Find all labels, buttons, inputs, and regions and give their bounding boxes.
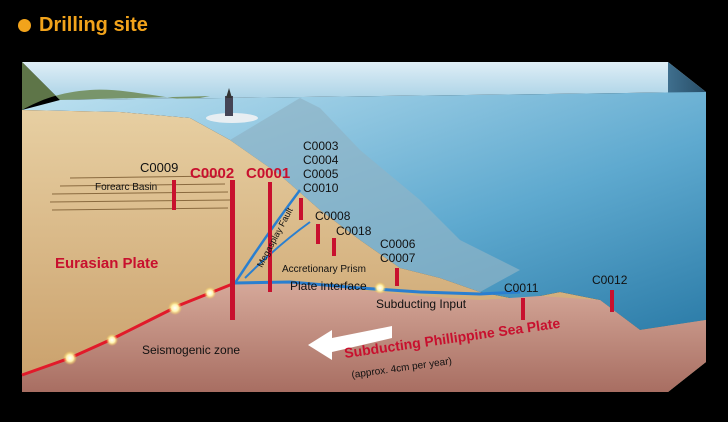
borehole-c0002	[230, 180, 235, 320]
site-c0010: C0010	[303, 181, 339, 195]
site-c0018: C0018	[336, 224, 372, 238]
sea-surface	[22, 62, 706, 100]
borehole-c0008	[316, 224, 320, 244]
coastline	[22, 62, 210, 110]
seismogenic-zone-label: Seismogenic zone	[142, 343, 240, 357]
site-c0012: C0012	[592, 273, 628, 287]
splay-fault-line-2	[244, 221, 311, 279]
borehole-c0011	[521, 298, 525, 320]
page-title: Drilling site	[18, 14, 148, 37]
borehole-c0012	[610, 290, 614, 312]
plate-interface-label: Plate interface	[290, 279, 367, 293]
site-c0004: C0004	[303, 153, 339, 167]
borehole-c0007	[395, 268, 399, 286]
forearc-basin-label: Forearc Basin	[95, 182, 157, 193]
eurasian-plate-label: Eurasian Plate	[55, 255, 158, 272]
borehole-c0009	[172, 180, 176, 210]
borehole-c0010	[299, 198, 303, 220]
prism-relief	[230, 98, 520, 292]
boreholes	[172, 180, 614, 320]
site-c0008: C0008	[315, 209, 351, 223]
title-text: Drilling site	[39, 14, 148, 36]
site-c0003: C0003	[303, 139, 339, 153]
borehole-c0018	[332, 238, 336, 256]
site-c0006: C0006	[380, 237, 416, 251]
drilling-ship-icon	[206, 88, 258, 123]
site-c0011: C0011	[504, 281, 539, 295]
megasplay-fault-line	[233, 189, 302, 284]
plate-interface-line	[234, 280, 521, 296]
site-c0001: C0001	[246, 165, 290, 182]
site-c0009: C0009	[140, 160, 178, 175]
site-c0005: C0005	[303, 167, 339, 181]
subduction-arrow-icon	[308, 326, 392, 360]
borehole-c0001	[268, 182, 272, 292]
subducting-input-label: Subducting Input	[376, 297, 467, 311]
forearc-basin-layers	[49, 175, 231, 211]
accretionary-prism-label: Accretionary Prism	[282, 264, 366, 275]
bullet-icon	[18, 19, 31, 32]
seismic-stars	[63, 282, 386, 365]
site-c0007: C0007	[380, 251, 416, 265]
site-c0002: C0002	[190, 165, 234, 182]
